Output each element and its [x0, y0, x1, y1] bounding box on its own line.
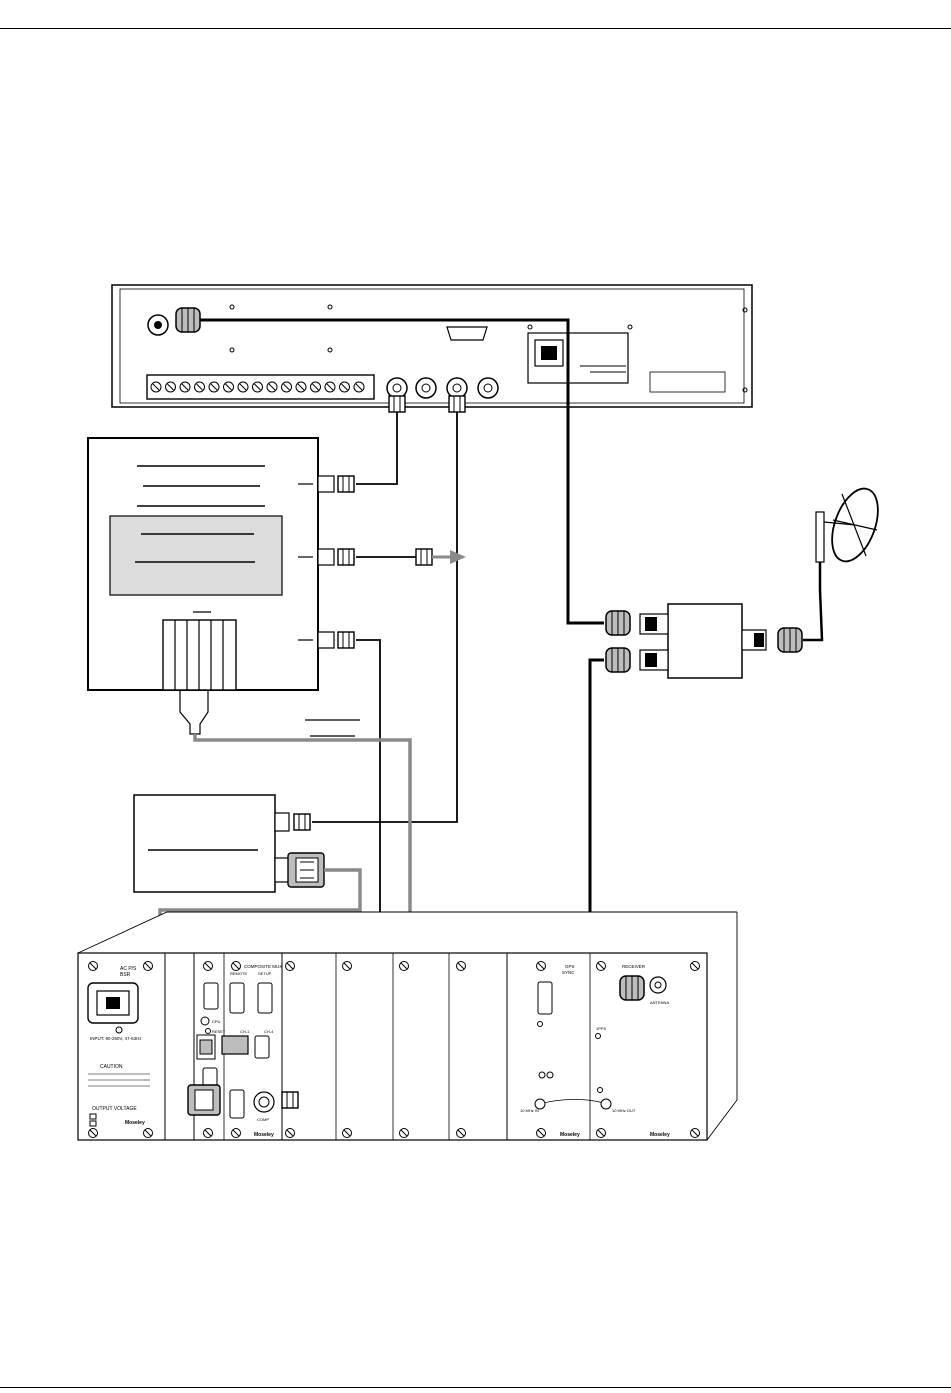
ps-output: OUTPUT VOLTAGE	[92, 1106, 137, 1112]
mux-setup: SETUP	[258, 971, 272, 976]
rx-brand: Moseley	[650, 1132, 670, 1138]
sync-head: GPS	[565, 964, 575, 969]
gray-arrow	[432, 550, 466, 564]
composite-mux-module: COMPOSITE MUX REMOTE SETUP CPU RESET CH-…	[187, 964, 299, 1138]
ps-caution: CAUTION	[100, 1064, 123, 1070]
sync-10in: 10 MHz IN	[520, 1108, 539, 1113]
db9-port-top	[446, 326, 488, 341]
sync-10out: 10 MHz OUT	[612, 1108, 636, 1113]
bottom-card-rack: AC P/S BSR INPUT: 90-260V, 47-63Hz CAUTI…	[77, 911, 738, 1141]
ps-sub: BSR	[120, 972, 131, 978]
mux-reset: RESET	[212, 1029, 226, 1034]
processor-box	[87, 437, 355, 735]
mux-ch1: CH-1	[240, 1029, 250, 1034]
rf-splitter	[605, 603, 803, 679]
mux-cpu: CPU	[212, 1019, 221, 1024]
ps-title: AC P/S	[120, 966, 137, 972]
mux-ch4: CH-4	[264, 1029, 274, 1034]
terminal-strip	[146, 374, 375, 400]
ps-brand: Moseley	[125, 1120, 145, 1126]
mux-head: COMPOSITE MUX	[244, 964, 282, 969]
shaded-display-area	[109, 515, 283, 596]
rx-head: RECEIVER	[622, 964, 646, 969]
header-rule	[0, 28, 951, 29]
label-plate	[649, 371, 726, 393]
mux-brand: Moseley	[254, 1132, 274, 1138]
footer-rule	[0, 1387, 951, 1388]
sync-brand: Moseley	[560, 1132, 580, 1138]
mux-comp: COMP	[257, 1117, 269, 1122]
gps-sync-module: GPS SYNC 1PPS 10 MHz IN 10 MHz OUT Mosel…	[520, 964, 636, 1138]
sync-sub: SYNC	[562, 970, 575, 975]
thin-cables	[300, 410, 458, 1101]
small-interface-box	[133, 794, 325, 893]
rx-antenna: ANTENNA	[650, 1000, 669, 1005]
top-rack-unit	[111, 284, 753, 408]
mux-ribbon-plug	[221, 1035, 249, 1055]
receiver-module: RECEIVER ANTENNA Moseley	[622, 964, 670, 1138]
power-supply-module: AC P/S BSR INPUT: 90-260V, 47-63Hz CAUTI…	[87, 966, 150, 1127]
sync-1pps: 1PPS	[596, 1026, 607, 1031]
mux-remote: REMOTE	[230, 971, 247, 976]
ps-input: INPUT: 90-260V, 47-63Hz	[90, 1036, 142, 1041]
n-connector-top	[175, 307, 201, 333]
satellite-dish	[803, 487, 879, 642]
